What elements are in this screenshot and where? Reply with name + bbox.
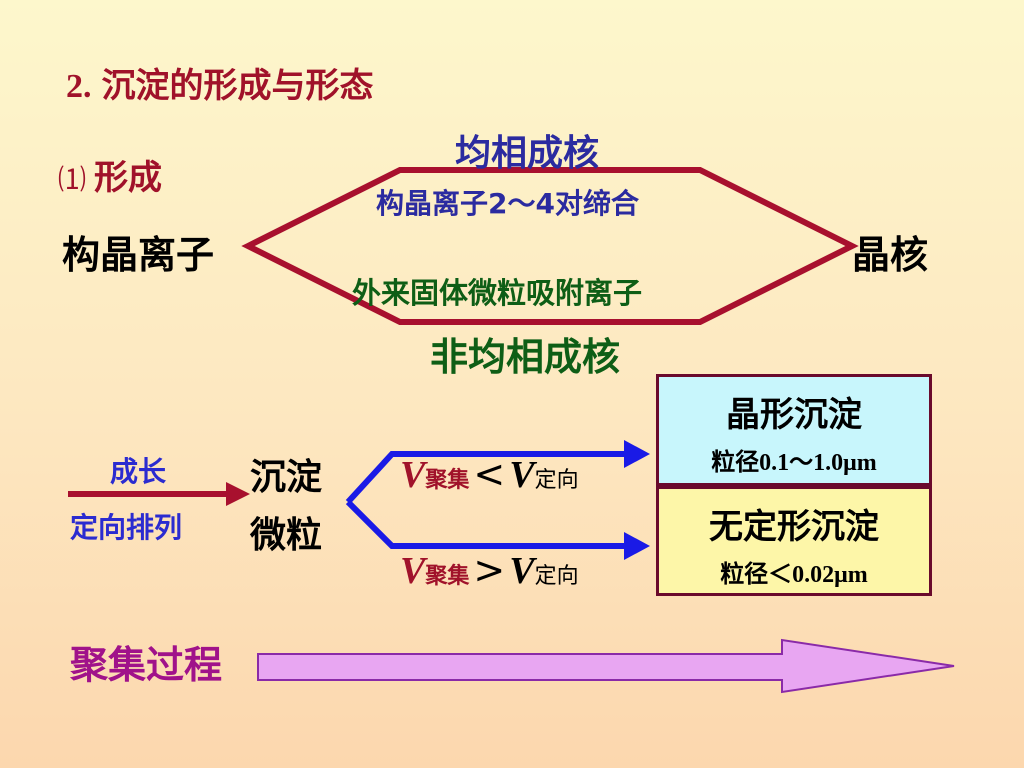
growth-label: 成长	[110, 455, 167, 488]
aggregation-process-label: 聚集过程	[70, 643, 223, 687]
rate-symbol: V	[400, 550, 426, 592]
amorphous-precipitate-size: 粒径＜0.02μm	[720, 562, 868, 588]
rate-symbol: V	[509, 550, 535, 592]
crystalline-precipitate-title: 晶形沉淀	[726, 395, 862, 435]
subsection-number: ⑴	[58, 164, 87, 195]
upper-rate-condition: V聚集<V定向	[400, 452, 579, 497]
branch-upper	[345, 451, 632, 505]
crystalline-precipitate-size: 粒径0.1～1.0μm	[711, 450, 877, 476]
section-title: 2.沉淀的形成与形态	[66, 58, 374, 107]
orientation-subscript: 定向	[534, 564, 579, 589]
orientation-subscript: 定向	[534, 468, 579, 493]
section-title-text: 沉淀的形成与形态	[101, 66, 374, 106]
oriented-alignment-label: 定向排列	[70, 511, 183, 544]
constituent-ions-label: 构晶离子	[62, 233, 215, 277]
growth-arrow-head	[226, 482, 250, 506]
rate-symbol: V	[400, 454, 426, 496]
crystalline-precipitate-box: 晶形沉淀 粒径0.1～1.0μm	[656, 374, 932, 486]
nucleation-hexagon	[241, 167, 859, 325]
heterogeneous-nucleation-title: 非均相成核	[430, 335, 621, 379]
subsection-title-text: 形成	[94, 158, 163, 198]
branch-lower	[345, 499, 632, 549]
precipitate-particle-line2: 微粒	[250, 515, 323, 556]
homogeneous-nucleation-title: 均相成核	[455, 133, 600, 174]
amorphous-precipitate-title: 无定形沉淀	[709, 507, 879, 547]
homogeneous-nucleation-description: 构晶离子2～4对缔合	[376, 187, 639, 220]
crystal-nucleus-label: 晶核	[852, 233, 929, 277]
subsection-title: ⑴形成	[58, 150, 162, 199]
amorphous-precipitate-box: 无定形沉淀 粒径＜0.02μm	[656, 486, 932, 596]
rate-symbol: V	[509, 454, 535, 496]
aggregation-arrow	[257, 638, 955, 694]
comparison-operator: >	[473, 548, 506, 592]
branch-lower-head	[624, 532, 650, 560]
branch-upper-head	[624, 440, 650, 468]
precipitate-particle-line1: 沉淀	[250, 457, 323, 498]
section-number: 2.	[66, 68, 92, 105]
lower-rate-condition: V聚集>V定向	[400, 548, 579, 593]
comparison-operator: <	[473, 452, 506, 496]
aggregation-subscript: 聚集	[425, 564, 470, 589]
aggregation-subscript: 聚集	[425, 468, 470, 493]
heterogeneous-nucleation-description: 外来固体微粒吸附离子	[352, 276, 643, 310]
